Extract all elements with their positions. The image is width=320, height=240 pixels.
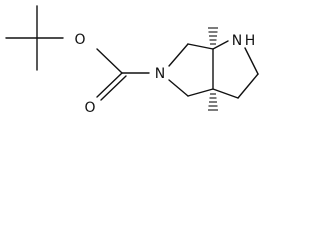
bond-c6a-to-ch2-bottom xyxy=(187,88,214,97)
stereo-hash-bottom xyxy=(208,93,218,111)
bonds xyxy=(5,5,259,101)
bond-amine-n-to-ch2 xyxy=(244,47,259,75)
bond-ch2-top-to-c3a xyxy=(187,43,214,50)
ring-nitrogen-label: N xyxy=(155,66,165,82)
stereo-hash-top xyxy=(208,27,218,45)
amine-nitrogen-label: N xyxy=(232,33,242,49)
oxygen-ester-label: O xyxy=(74,32,85,48)
structure-diagram: O O N N H xyxy=(5,5,259,116)
bond-ch2-to-ch2 xyxy=(237,73,259,99)
bond-ch2-bottom-to-ring-n xyxy=(168,79,189,97)
bond-ring-n-to-ch2-top xyxy=(168,43,189,67)
bond-carbonyl-double-b xyxy=(100,75,127,101)
amine-hydrogen-label: H xyxy=(245,33,256,49)
bond-oxygen-to-carbonyl-carbon xyxy=(96,48,123,74)
molecule-canvas: O O N N H xyxy=(0,0,270,142)
bond-ch2-to-c6a xyxy=(212,88,239,99)
bond-carbonyl-double-a xyxy=(96,72,123,98)
oxygen-carbonyl-label: O xyxy=(84,100,95,116)
bond-c3a-to-amine-n xyxy=(212,40,229,50)
